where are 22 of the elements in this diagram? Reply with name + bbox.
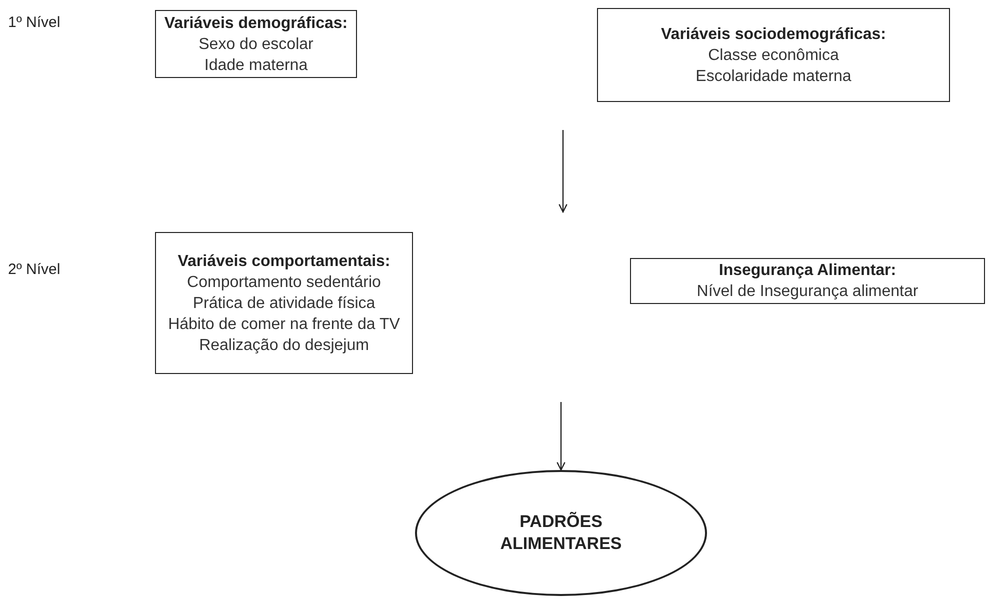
level-label: 2º Nível	[8, 260, 60, 280]
variable-box	[155, 10, 357, 78]
variable-item: Comportamento sedentário	[187, 272, 381, 292]
box-heading: Insegurança Alimentar:	[718, 261, 898, 281]
variable-box	[630, 258, 985, 304]
variable-item: Prática de atividade física	[192, 294, 376, 314]
variable-item: Hábito de comer na frente da TV	[168, 314, 400, 334]
variable-item: Idade materna	[204, 56, 308, 76]
variable-item: Classe econômica	[708, 46, 839, 66]
variable-item: Realização do desjejum	[199, 336, 369, 356]
outcome-title: PADRÕES ALIMENTARES	[499, 511, 623, 555]
variable-item: Sexo do escolar	[198, 34, 314, 54]
outcome-ellipse	[415, 470, 707, 596]
box-heading: Variáveis comportamentais:	[176, 252, 392, 272]
box-heading: Variáveis demográficas:	[163, 14, 349, 34]
variable-box	[155, 232, 413, 374]
arrow	[556, 402, 566, 471]
level-label: 1º Nível	[8, 13, 60, 33]
variable-item: Nível de Insegurança alimentar	[696, 282, 918, 302]
variable-item: Escolaridade materna	[696, 66, 852, 86]
variable-box	[597, 8, 950, 102]
box-heading: Variáveis sociodemográficas:	[660, 24, 887, 44]
